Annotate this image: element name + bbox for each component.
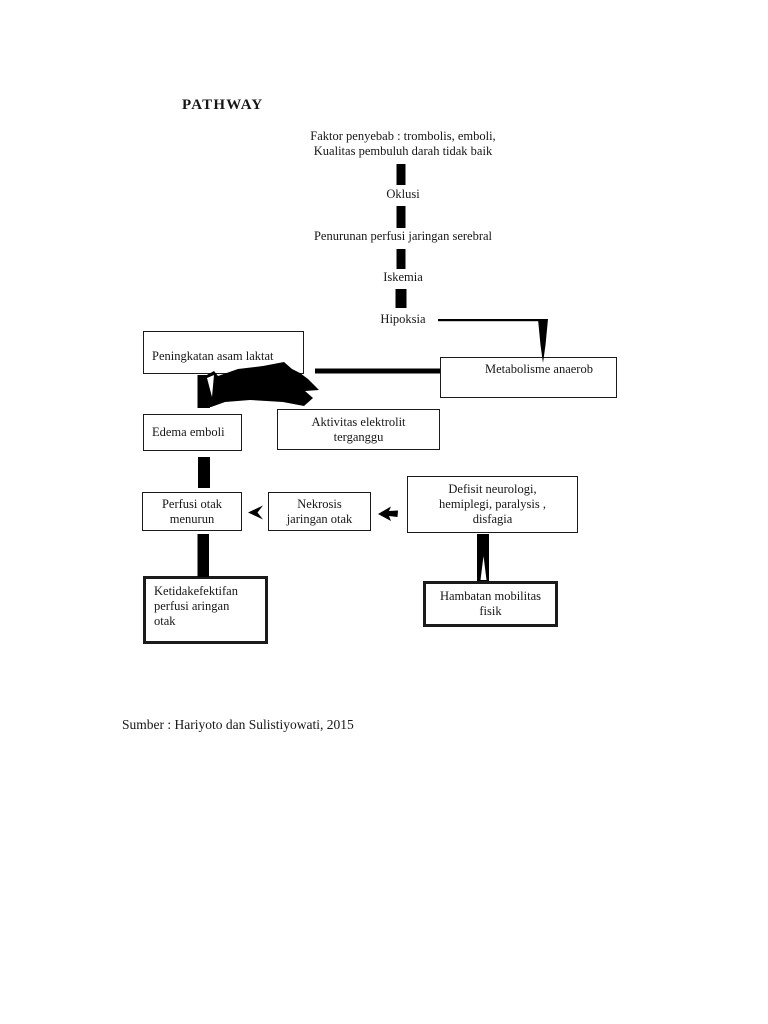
flow-label-hipoksia: Hipoksia [380, 312, 426, 326]
flow-label-iskemia: Iskemia [383, 270, 423, 284]
flow-label-penurunan-perfusi: Penurunan perfusi jaringan serebral [313, 229, 493, 243]
flow-label-faktor-penyebab: Faktor penyebab : trombolis, emboli, Kua… [310, 129, 496, 158]
arrow-edema-to-perfusi [198, 457, 210, 488]
arrow-down-oklusi-to-penurunan [396, 206, 406, 228]
box-hambatan-mobilitas-fisik: Hambatan mobilitas fisik [423, 581, 558, 627]
connector-metabolisme-to-peningkatan [315, 368, 440, 374]
arrow-defisit-to-nekrosis [378, 506, 398, 521]
arrow-down-penurunan-to-iskemia [396, 249, 406, 269]
box-defisit-neurologi: Defisit neurologi, hemiplegi, paralysis … [407, 476, 578, 533]
box-edema-emboli: Edema emboli [143, 414, 242, 451]
arrow-defisit-to-hambatan [477, 534, 489, 581]
arrow-blob-peningkatan [203, 362, 319, 407]
arrow-blob-notch [207, 375, 214, 397]
arrow-down-faktor-to-oklusi [396, 164, 406, 185]
connector-hipoksia-line [438, 319, 544, 322]
box-metabolisme-anaerob: Metabolisme anaerob [440, 357, 617, 398]
page-title: PATHWAY [182, 97, 264, 113]
arrow-perfusi-to-ketidakefektifan [197, 534, 209, 577]
arrow-hipoksia-to-metabolisme [538, 319, 548, 363]
box-perfusi-otak-menurun: Perfusi otak menurun [142, 492, 242, 531]
box-nekrosis-jaringan-otak: Nekrosis jaringan otak [268, 492, 371, 531]
arrow-nekrosis-to-perfusi [248, 505, 263, 520]
flow-label-oklusi: Oklusi [386, 187, 420, 201]
arrow-defisit-to-hambatan-notch [480, 556, 487, 580]
box-ketidakefektifan-perfusi: Ketidakefektifan perfusi aringan otak [143, 576, 268, 644]
box-aktivitas-elektrolit-terganggu: Aktivitas elektrolit terganggu [277, 409, 440, 450]
source-caption: Sumber : Hariyoto dan Sulistiyowati, 201… [122, 717, 354, 732]
arrow-down-iskemia-to-hipoksia [395, 289, 407, 308]
